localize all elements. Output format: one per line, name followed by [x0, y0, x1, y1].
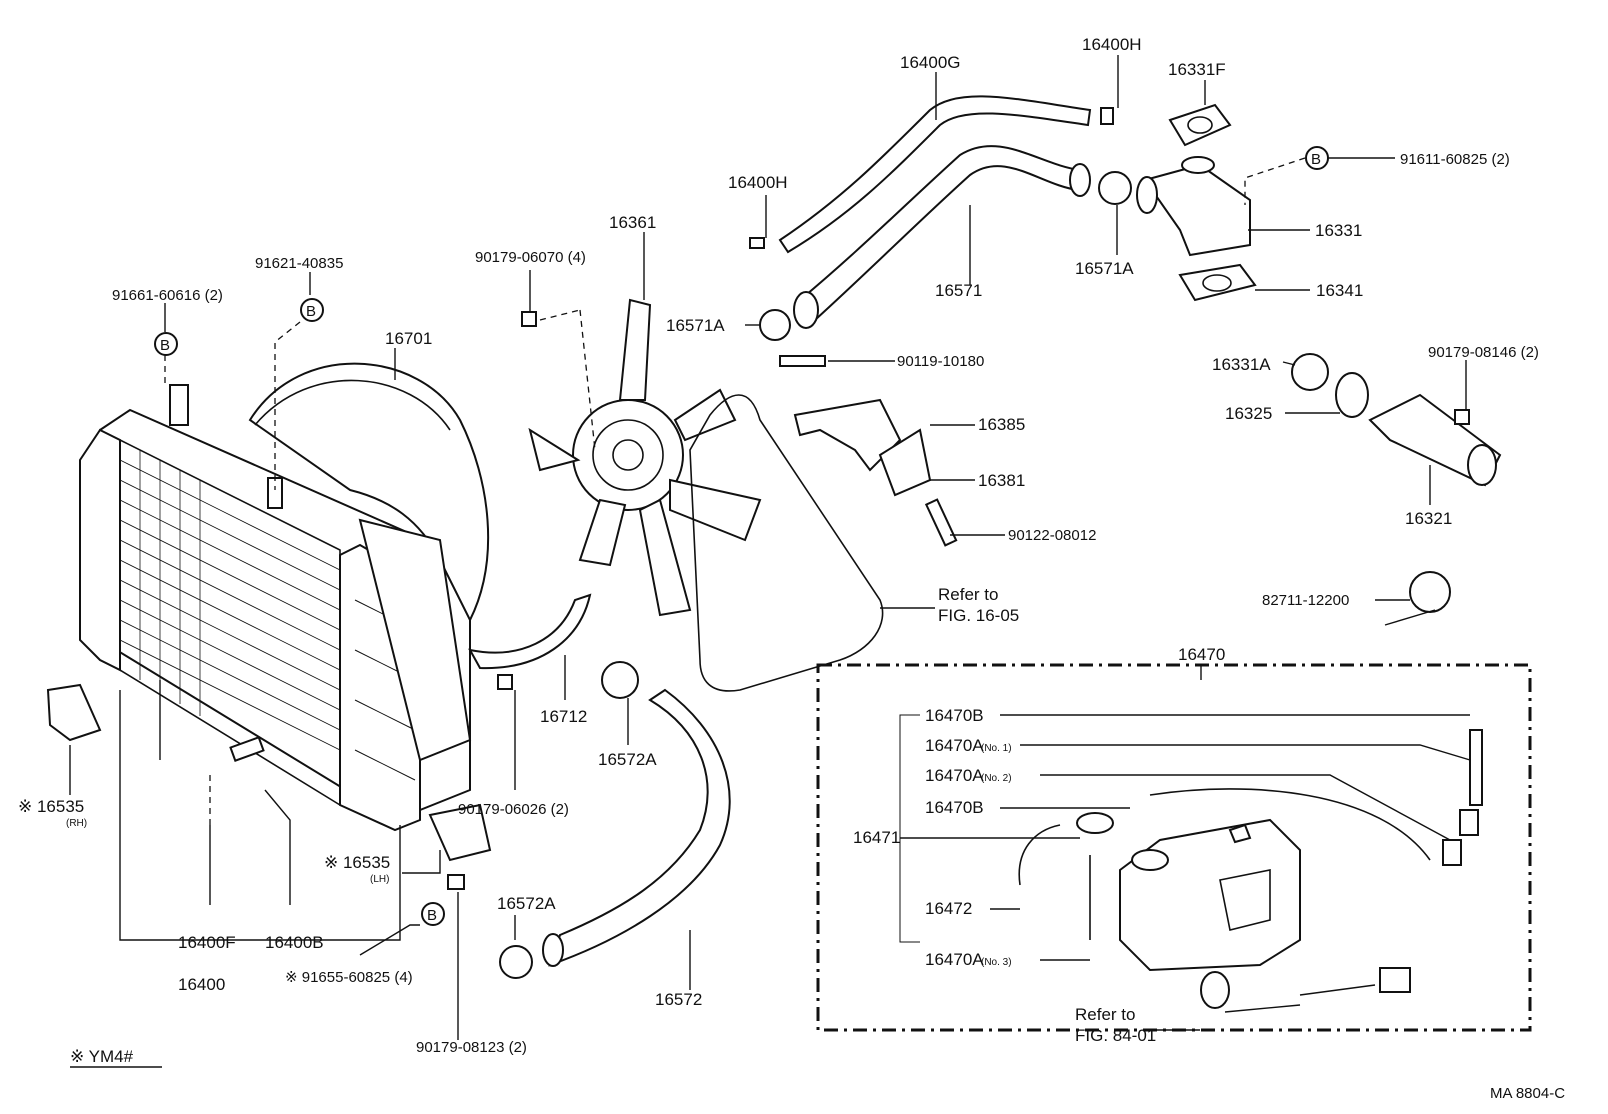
label-lh: (LH): [370, 874, 389, 885]
label-90179-06070: 90179-06070 (4): [475, 249, 586, 266]
thermostat-inlet: [1291, 353, 1502, 487]
label-16325: 16325: [1225, 404, 1272, 423]
upper-hoses: [778, 95, 1092, 329]
nut-90179-06070: [521, 311, 537, 327]
drain-cock: [229, 736, 265, 762]
b-symbol-4: B: [427, 907, 437, 924]
brackets: [793, 398, 958, 547]
label-ym4: ※ YM4#: [70, 1047, 134, 1066]
mount-16535-rh: [46, 683, 102, 742]
label-16331: 16331: [1315, 221, 1362, 240]
label-16571A-left: 16571A: [666, 316, 725, 335]
drive-belt: [689, 394, 884, 692]
label-refer-to-1: Refer to: [938, 585, 998, 604]
label-16400B: 16400B: [265, 933, 324, 952]
label-90179-08146: 90179-08146 (2): [1428, 344, 1539, 361]
mount-16535-lh: [428, 803, 492, 862]
label-16470A-no3: 16470A: [925, 950, 984, 969]
b-symbol-1: B: [1311, 151, 1321, 168]
part-labels: 16400G 16400H 16331F 16400H 91611-60825 …: [18, 35, 1565, 1102]
label-16535-rh: ※ 16535: [18, 797, 84, 816]
label-16400: 16400: [178, 975, 225, 994]
label-no2: (No. 2): [981, 773, 1012, 784]
label-16471: 16471: [853, 828, 900, 847]
label-16361: 16361: [609, 213, 656, 232]
fan: [528, 298, 762, 617]
hose-16472: [1018, 824, 1061, 886]
hose-clamps: [499, 107, 1132, 979]
label-90179-06026: 90179-06026 (2): [458, 801, 569, 818]
label-rh: (RH): [66, 818, 87, 829]
label-16331A: 16331A: [1212, 355, 1271, 374]
label-16701: 16701: [385, 329, 432, 348]
label-16341: 16341: [1316, 281, 1363, 300]
label-91621-40835: 91621-40835: [255, 255, 343, 272]
label-16381: 16381: [978, 471, 1025, 490]
water-outlet: [1136, 103, 1257, 302]
label-91661-60616: 91661-60616 (2): [112, 287, 223, 304]
label-91611-60825: 91611-60825 (2): [1400, 151, 1510, 168]
label-16572: 16572: [655, 990, 702, 1009]
b-symbol-3: B: [160, 337, 170, 354]
label-16571A-right: 16571A: [1075, 259, 1134, 278]
label-16712: 16712: [540, 707, 587, 726]
label-16535-lh: ※ 16535: [324, 853, 390, 872]
label-90119-10180: 90119-10180: [897, 353, 984, 370]
nut-90179-08123: [447, 874, 465, 890]
reservoir-tank: [1119, 818, 1301, 972]
label-16385: 16385: [978, 415, 1025, 434]
label-16400H-top: 16400H: [1082, 35, 1142, 54]
label-16321: 16321: [1405, 509, 1452, 528]
label-refer-to-2: Refer to: [1075, 1005, 1135, 1024]
label-no3: (No. 3): [981, 957, 1012, 968]
label-16400F: 16400F: [178, 933, 236, 952]
shroud-strap: [468, 593, 592, 670]
label-16472: 16472: [925, 899, 972, 918]
b-symbol-2: B: [306, 303, 316, 320]
nut-90179-06026: [497, 674, 513, 690]
label-fig-16-05: FIG. 16-05: [938, 606, 1019, 625]
radiator: [79, 384, 471, 832]
label-16400H-left: 16400H: [728, 173, 788, 192]
fan-shroud: [248, 362, 490, 762]
label-90122-08012: 90122-08012: [1008, 527, 1096, 544]
leader-lines: [69, 55, 1471, 1068]
diagram-code: MA 8804-C: [1490, 1085, 1565, 1102]
lower-hose: [548, 688, 731, 967]
label-82711-12200: 82711-12200: [1262, 592, 1349, 609]
label-fig-84-01: FIG. 84-01: [1075, 1026, 1156, 1045]
label-16572A-top: 16572A: [598, 750, 657, 769]
bolt-90119: [779, 355, 826, 367]
label-91655-60825: ※ 91655-60825 (4): [285, 969, 413, 986]
label-16470: 16470: [1178, 645, 1225, 664]
label-16470A-no1: 16470A: [925, 736, 984, 755]
label-90179-08123: 90179-08123 (2): [416, 1039, 527, 1056]
label-16470A-no2: 16470A: [925, 766, 984, 785]
label-16470B-top: 16470B: [925, 706, 984, 725]
label-16331F: 16331F: [1168, 60, 1226, 79]
label-16571: 16571: [935, 281, 982, 300]
clamp-82711: [1409, 571, 1451, 613]
label-no1: (No. 1): [981, 743, 1012, 754]
b-callouts: B B B B: [154, 146, 1329, 926]
radiator-core-grid: [119, 450, 341, 751]
label-16400G: 16400G: [900, 53, 961, 72]
label-16470B-mid: 16470B: [925, 798, 984, 817]
label-16572A-bottom: 16572A: [497, 894, 556, 913]
overflow-hose-no1: [1149, 788, 1431, 861]
